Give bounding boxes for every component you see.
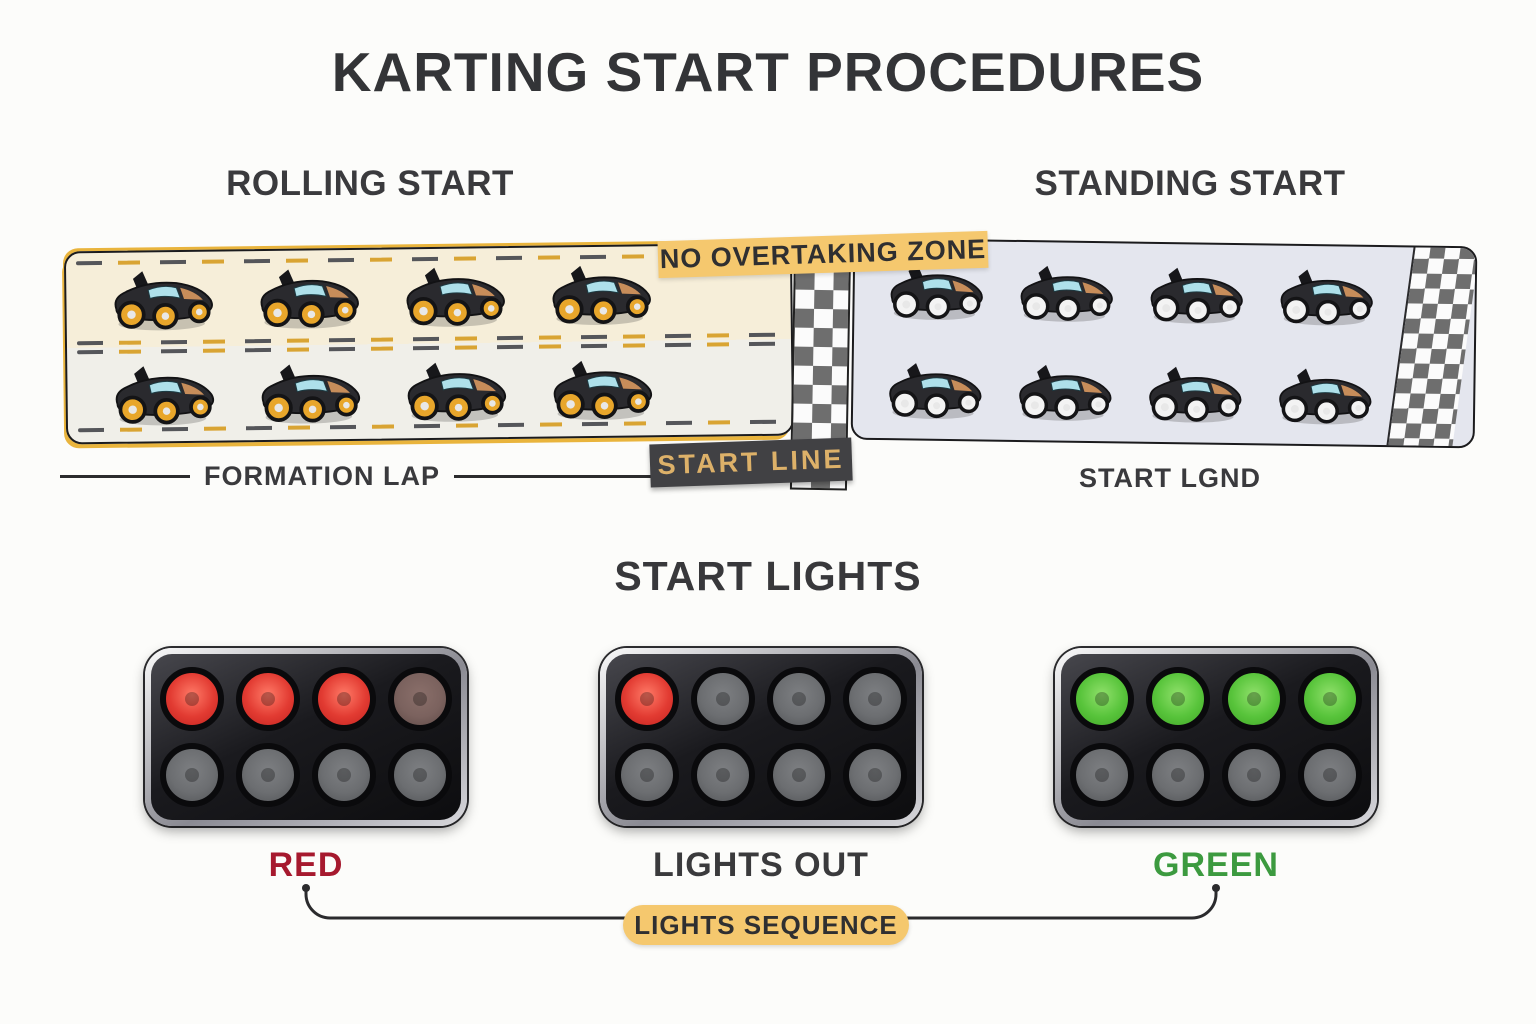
kart-icon — [540, 261, 659, 326]
off-light — [236, 743, 300, 807]
track-lane — [853, 339, 1474, 447]
lights-sequence-banner: LIGHTS SEQUENCE — [623, 905, 909, 945]
start-light-panel-block: LIGHTS OUT — [600, 648, 922, 885]
start-light-panel-face — [151, 654, 461, 820]
green-light — [1222, 667, 1286, 731]
red-light — [312, 667, 376, 731]
start-light-panel-block: RED — [145, 648, 467, 885]
kart-icon — [103, 361, 222, 426]
off-light — [615, 743, 679, 807]
start-light-panel-face — [1061, 654, 1371, 820]
green-light — [1070, 667, 1134, 731]
red-light — [615, 667, 679, 731]
standing-start-heading: STANDING START — [1034, 164, 1346, 203]
off-light — [767, 743, 831, 807]
off-light — [843, 667, 907, 731]
kart-icon — [395, 358, 514, 423]
track-lane — [66, 245, 791, 348]
track-lane — [67, 339, 792, 442]
panel-label: LIGHTS OUT — [653, 846, 869, 884]
kart-icon — [1008, 261, 1121, 323]
start-lights-heading: START LIGHTS — [614, 553, 922, 599]
kart-icon — [1138, 263, 1251, 325]
kart-icon — [1267, 364, 1380, 426]
start-light-panel — [1055, 648, 1377, 826]
start-light-panel — [145, 648, 467, 826]
off-light — [160, 743, 224, 807]
standing-start-track — [850, 237, 1478, 449]
page-title: KARTING START PROCEDURES — [331, 41, 1205, 103]
red-light — [236, 667, 300, 731]
off-light — [767, 667, 831, 731]
formation-lap-label: FORMATION LAP — [204, 461, 440, 491]
green-light — [1298, 667, 1362, 731]
kart-icon — [248, 265, 367, 330]
start-grid-caption: START LGND — [1079, 463, 1261, 493]
start-line-banner: START LINE — [649, 437, 853, 488]
kart-icon — [541, 356, 660, 421]
panel-label: RED — [268, 846, 344, 884]
off-light — [1146, 743, 1210, 807]
off-light — [843, 743, 907, 807]
formation-lap-caption: FORMATION LAP — [60, 461, 660, 492]
start-light-panel-block: GREEN — [1055, 648, 1377, 885]
dim-red-light — [388, 667, 452, 731]
track-lane — [854, 240, 1475, 348]
kart-icon — [1007, 360, 1120, 422]
off-light — [312, 743, 376, 807]
rolling-start-track — [63, 242, 795, 445]
off-light — [1298, 743, 1362, 807]
kart-icon — [102, 267, 221, 332]
panel-label: GREEN — [1153, 846, 1279, 884]
kart-icon — [877, 359, 990, 421]
start-light-panel-face — [606, 654, 916, 820]
green-light — [1146, 667, 1210, 731]
off-light — [691, 667, 755, 731]
off-light — [1070, 743, 1134, 807]
kart-icon — [1268, 265, 1381, 327]
off-light — [388, 743, 452, 807]
rolling-start-heading: ROLLING START — [226, 164, 514, 203]
kart-icon — [878, 260, 991, 322]
kart-icon — [1137, 362, 1250, 424]
start-light-panels-row: RED LIGHTS OUT GREEN — [145, 648, 1377, 885]
off-light — [1222, 743, 1286, 807]
off-light — [691, 743, 755, 807]
red-light — [160, 667, 224, 731]
kart-icon — [249, 360, 368, 425]
kart-icon — [394, 263, 513, 328]
start-light-panel — [600, 648, 922, 826]
